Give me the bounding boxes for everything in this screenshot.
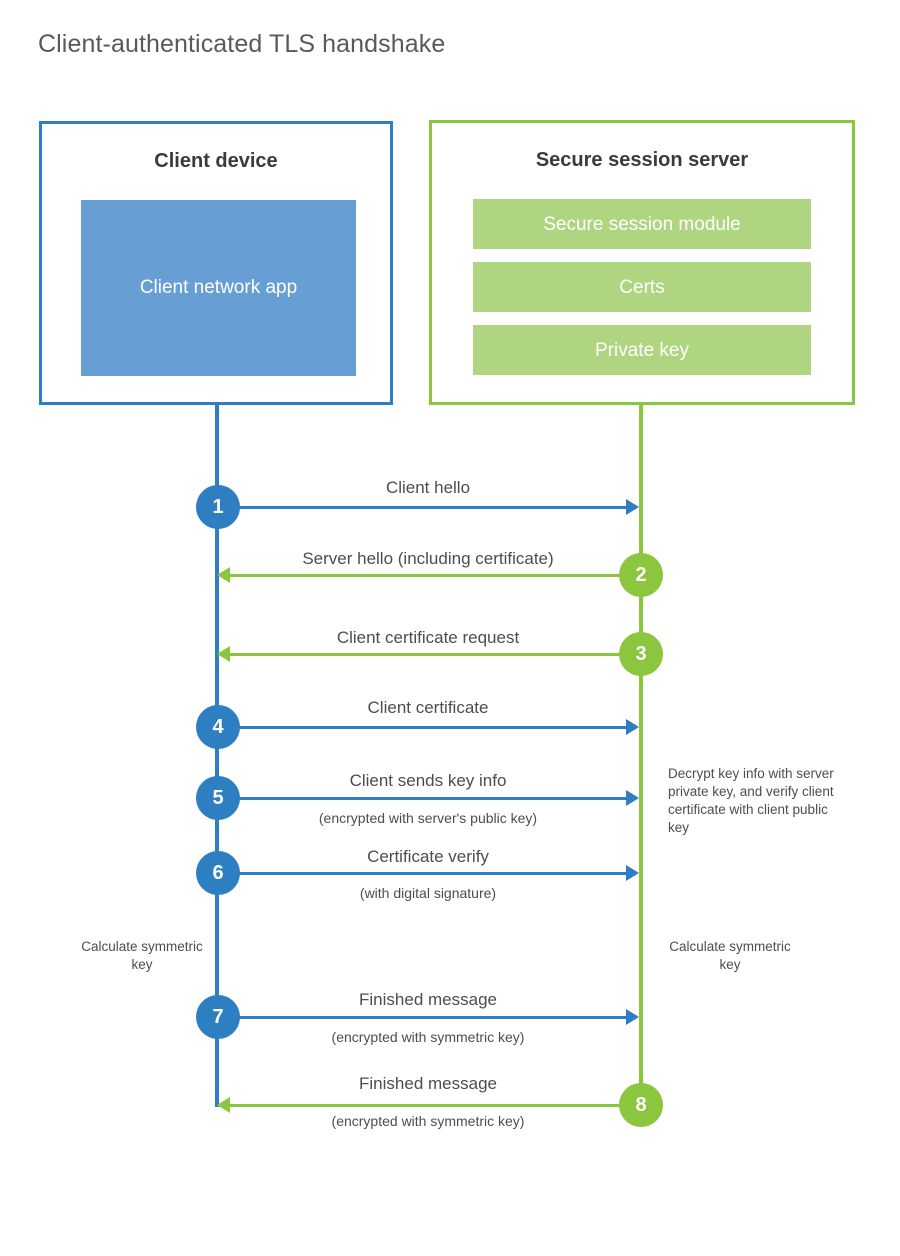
step-8-sublabel: (encrypted with symmetric key) <box>331 1113 525 1129</box>
step-4-label: Client certificate <box>367 698 489 717</box>
step-7-arrow-line <box>217 1016 628 1019</box>
step-1-arrow-head <box>626 499 639 515</box>
step-5-label: Client sends key info <box>349 771 507 790</box>
step-3-number: 3 <box>635 642 647 665</box>
step-3-arrow-head <box>217 646 230 662</box>
step-8-label: Finished message <box>359 1074 497 1093</box>
client-network-app-block: Client network app <box>81 200 356 376</box>
step-3-circle[interactable]: 3 <box>619 632 663 676</box>
client-lifeline <box>215 404 219 1107</box>
step-7-circle[interactable]: 7 <box>196 995 240 1039</box>
secure-session-server-box: Secure session server Secure session mod… <box>429 120 855 405</box>
step-3-label: Client certificate request <box>336 628 520 647</box>
client-device-box: Client device Client network app <box>39 121 393 405</box>
step-5-number: 5 <box>212 786 224 809</box>
step-7-sublabel: (encrypted with symmetric key) <box>331 1029 525 1045</box>
step-1-arrow-line <box>217 506 628 509</box>
step-8-arrow-line <box>230 1104 641 1107</box>
step-1-circle[interactable]: 1 <box>196 485 240 529</box>
server-component-label: Secure session module <box>543 213 741 235</box>
server-calculate-symmetric-key-note: Calculate symmetric key <box>669 939 791 972</box>
step-6-arrow-head <box>626 865 639 881</box>
step-6-sublabel: (with digital signature) <box>359 885 497 901</box>
client-network-app-label: Client network app <box>139 276 298 298</box>
step-3-arrow-line <box>230 653 641 656</box>
step-4-arrow-head <box>626 719 639 735</box>
server-component-private-key: Private key <box>473 325 811 375</box>
step-6-arrow-line <box>217 872 628 875</box>
step-2-arrow-head <box>217 567 230 583</box>
step-8-number: 8 <box>635 1093 647 1116</box>
step-6-label: Certificate verify <box>367 847 489 866</box>
server-decrypt-note: Decrypt key info with server private key… <box>668 766 834 835</box>
step-7-label: Finished message <box>359 990 497 1009</box>
step-4-number: 4 <box>212 715 224 738</box>
server-lifeline <box>639 403 643 1107</box>
server-component-label: Private key <box>595 339 689 361</box>
server-component-label: Certs <box>619 276 665 298</box>
page-title: Client-authenticated TLS handshake <box>38 30 446 58</box>
step-4-circle[interactable]: 4 <box>196 705 240 749</box>
step-7-number: 7 <box>212 1005 224 1028</box>
secure-session-server-title: Secure session server <box>535 149 749 171</box>
step-2-label: Server hello (including certificate) <box>302 549 554 568</box>
step-8-arrow-head <box>217 1097 230 1113</box>
step-2-circle[interactable]: 2 <box>619 553 663 597</box>
step-5-arrow-head <box>626 790 639 806</box>
step-2-number: 2 <box>635 563 647 586</box>
step-1-label: Client hello <box>385 478 471 497</box>
step-2-arrow-line <box>230 574 641 577</box>
step-8-circle[interactable]: 8 <box>619 1083 663 1127</box>
step-5-sublabel: (encrypted with server's public key) <box>318 810 538 826</box>
server-component-certs: Certs <box>473 262 811 312</box>
step-5-circle[interactable]: 5 <box>196 776 240 820</box>
step-1-number: 1 <box>212 495 224 518</box>
server-component-secure-session-module: Secure session module <box>473 199 811 249</box>
step-7-arrow-head <box>626 1009 639 1025</box>
client-device-title: Client device <box>154 150 278 172</box>
client-calculate-symmetric-key-note: Calculate symmetric key <box>81 939 203 972</box>
step-6-number: 6 <box>212 861 224 884</box>
step-4-arrow-line <box>217 726 628 729</box>
step-5-arrow-line <box>217 797 628 800</box>
step-6-circle[interactable]: 6 <box>196 851 240 895</box>
